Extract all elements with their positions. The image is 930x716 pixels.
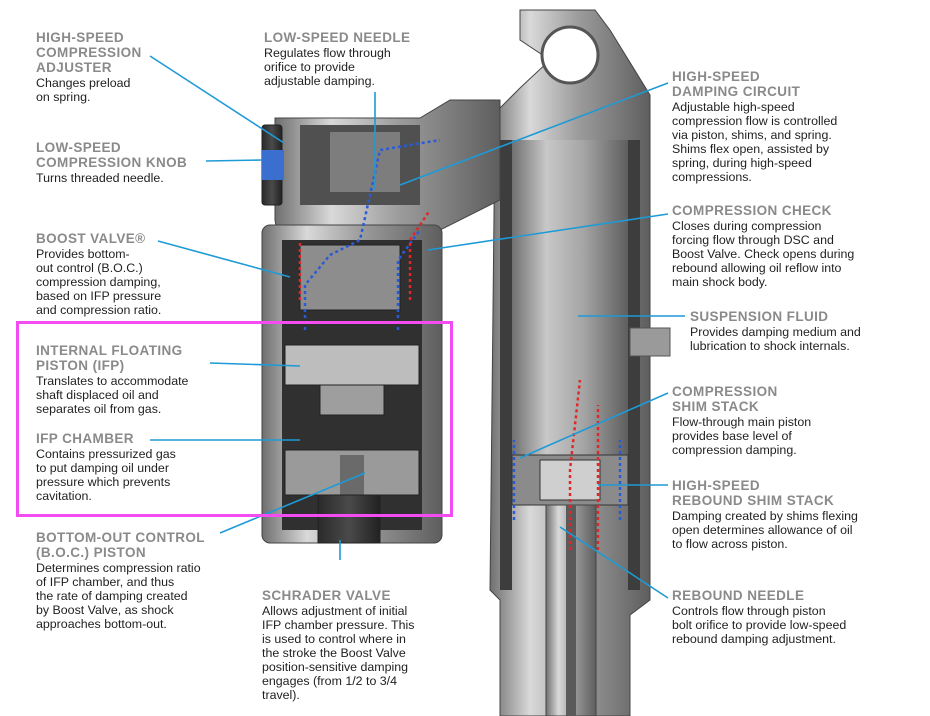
label-desc: Allows adjustment of initial IFP chamber… <box>262 604 415 702</box>
label-ls-compression-knob: LOW-SPEED COMPRESSION KNOB Turns threade… <box>36 140 187 185</box>
label-title: HIGH-SPEED COMPRESSION ADJUSTER <box>36 30 142 75</box>
highlight-box <box>16 321 453 517</box>
label-desc: Damping created by shims flexing open de… <box>672 509 858 551</box>
label-hs-damping-circuit: HIGH-SPEED DAMPING CIRCUIT Adjustable hi… <box>672 69 837 184</box>
label-title: COMPRESSION CHECK <box>672 203 832 218</box>
label-desc: Turns threaded needle. <box>36 171 164 185</box>
label-boost-valve: BOOST VALVE® Provides bottom- out contro… <box>36 231 161 317</box>
leader-lines <box>149 55 685 599</box>
label-desc: Flow-through main piston provides base l… <box>672 415 812 457</box>
schrader-valve-body <box>317 494 381 544</box>
label-title: LOW-SPEED NEEDLE <box>264 30 411 45</box>
label-compression-check: COMPRESSION CHECK Closes during compress… <box>672 203 854 289</box>
label-ls-needle: LOW-SPEED NEEDLE Regulates flow through … <box>264 30 410 88</box>
label-desc: Regulates flow through orifice to provid… <box>264 46 391 88</box>
eyelet-hole <box>540 25 600 85</box>
label-desc: Controls flow through piston bolt orific… <box>672 604 847 646</box>
label-title: INTERNAL FLOATING PISTON (IFP) <box>36 343 183 373</box>
label-title: LOW-SPEED COMPRESSION KNOB <box>36 140 188 170</box>
label-rebound-needle: REBOUND NEEDLE Controls flow through pis… <box>672 588 846 646</box>
label-desc: Translates to accommodate shaft displace… <box>36 374 189 416</box>
main-shock-body <box>489 9 671 716</box>
label-title: BOOST VALVE® <box>36 231 146 246</box>
reservoir-mount-tab <box>629 327 671 357</box>
label-title: SUSPENSION FLUID <box>690 309 829 324</box>
label-title: HIGH-SPEED DAMPING CIRCUIT <box>672 69 801 99</box>
adjuster-housing <box>261 99 501 251</box>
label-desc: Closes during compression forcing flow t… <box>672 219 855 289</box>
label-title: BOTTOM-OUT CONTROL (B.O.C.) PISTON <box>36 530 205 560</box>
label-desc: Provides damping medium and lubrication … <box>690 325 861 353</box>
label-hs-rebound-shim-stack: HIGH-SPEED REBOUND SHIM STACK Damping cr… <box>672 478 858 551</box>
label-boc-piston: BOTTOM-OUT CONTROL (B.O.C.) PISTON Deter… <box>36 530 205 631</box>
label-desc: Changes preload on spring. <box>36 76 131 104</box>
label-title: IFP CHAMBER <box>36 431 134 446</box>
label-title: COMPRESSION SHIM STACK <box>672 384 778 414</box>
label-ifp: INTERNAL FLOATING PISTON (IFP) Translate… <box>36 343 188 416</box>
oil-flow-paths <box>303 138 622 520</box>
label-schrader-valve: SCHRADER VALVE Allows adjustment of init… <box>262 588 414 702</box>
label-title: REBOUND NEEDLE <box>672 588 805 603</box>
label-compression-shim-stack: COMPRESSION SHIM STACK Flow-through main… <box>672 384 811 457</box>
main-bore <box>510 140 632 500</box>
label-ifp-chamber: IFP CHAMBER Contains pressurized gas to … <box>36 431 176 503</box>
gas-flow-paths <box>298 209 600 550</box>
label-desc: Contains pressurized gas to put damping … <box>36 447 176 503</box>
label-title: HIGH-SPEED REBOUND SHIM STACK <box>672 478 835 508</box>
boost-valve-body <box>299 244 401 311</box>
label-desc: Adjustable high-speed compression flow i… <box>672 100 838 184</box>
label-desc: Provides bottom- out control (B.O.C.) co… <box>36 247 162 317</box>
label-suspension-fluid: SUSPENSION FLUID Provides damping medium… <box>690 309 861 353</box>
label-title: SCHRADER VALVE <box>262 588 391 603</box>
label-desc: Determines compression ratio of IFP cham… <box>36 561 201 631</box>
label-hs-compression-adjuster: HIGH-SPEED COMPRESSION ADJUSTER Changes … <box>36 30 142 104</box>
